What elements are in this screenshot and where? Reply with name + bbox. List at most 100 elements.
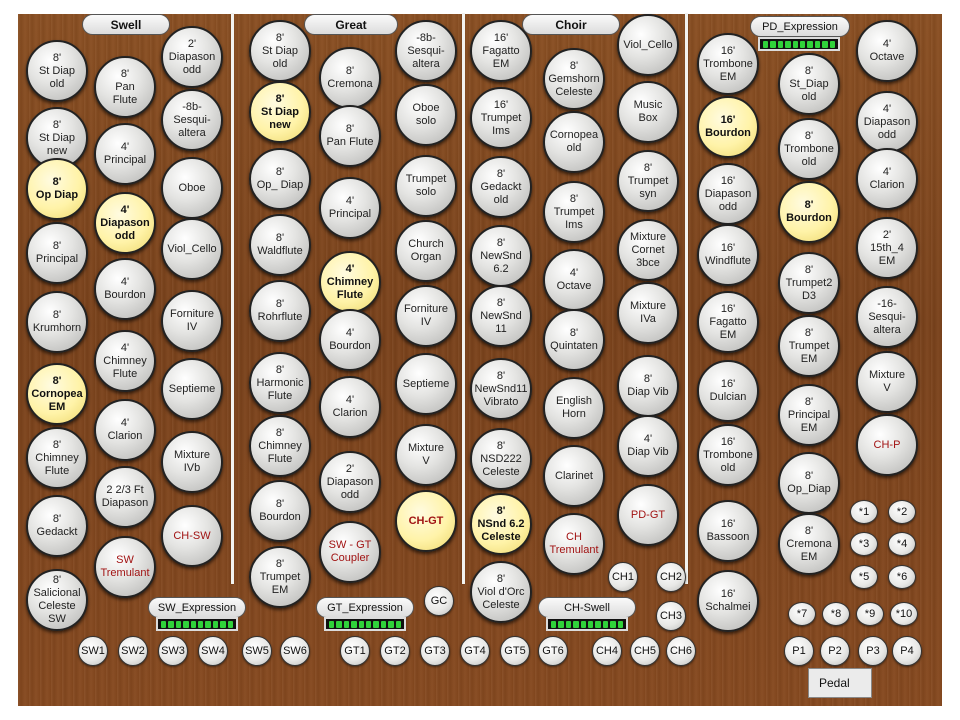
stop-swell-col2-4-clarion[interactable]: 4' Clarion [94, 399, 156, 461]
stop-choir-col2-english-horn[interactable]: English Horn [543, 377, 605, 439]
stop-swell-col2-8-pan-flute[interactable]: 8' Pan Flute [94, 56, 156, 118]
stop-swell-col2-4-diapason-odd[interactable]: 4' Diapason odd [94, 192, 156, 254]
stop-pedal-col1-16-fagatto-em[interactable]: 16' Fagatto EM [697, 291, 759, 353]
piston-gt5[interactable]: GT5 [500, 636, 530, 666]
stop-choir-col2-8-quintaten[interactable]: 8' Quintaten [543, 309, 605, 371]
stop-great-col1-8-waldflute[interactable]: 8' Waldflute [249, 214, 311, 276]
stop-choir-col3-pd-gt[interactable]: PD-GT [617, 484, 679, 546]
stop-pedal-col3-4-octave[interactable]: 4' Octave [856, 20, 918, 82]
piston-p1[interactable]: P1 [784, 636, 814, 666]
piston-p4[interactable]: P4 [892, 636, 922, 666]
stop-pedal-col1-16-trombone-em[interactable]: 16' Trombone EM [697, 33, 759, 95]
stop-pedal-col2-8-st-diap-old[interactable]: 8' St_Diap old [778, 53, 840, 115]
pd-expression-meter[interactable] [758, 37, 840, 51]
stop-pedal-col2-8-bourdon[interactable]: 8' Bourdon [778, 181, 840, 243]
sw-expression-meter[interactable] [156, 617, 238, 631]
stop-swell-col3-septieme[interactable]: Septieme [161, 358, 223, 420]
stop-pedal-col3-16-sesqui-altera[interactable]: -16- Sesqui- altera [856, 286, 918, 348]
stop-swell-col3-8b-sesqui-altera[interactable]: -8b- Sesqui- altera [161, 89, 223, 151]
gc-button[interactable]: GC [424, 586, 454, 616]
stop-swell-col1-8-salicional-celeste-sw[interactable]: 8' Salicional Celeste SW [26, 569, 88, 631]
stop-swell-col2-4-chimney-flute[interactable]: 4' Chimney Flute [94, 330, 156, 392]
piston-gt4[interactable]: GT4 [460, 636, 490, 666]
stop-pedal-col1-16-dulcian[interactable]: 16' Dulcian [697, 360, 759, 422]
gt-expression-meter[interactable] [324, 617, 406, 631]
piston-gt1[interactable]: GT1 [340, 636, 370, 666]
piston-7[interactable]: *7 [788, 602, 816, 626]
stop-pedal-col2-8-trumpet-em[interactable]: 8' Trumpet EM [778, 315, 840, 377]
stop-pedal-col2-8-trombone-old[interactable]: 8' Trombone old [778, 118, 840, 180]
stop-swell-col1-8-krumhorn[interactable]: 8' Krumhorn [26, 291, 88, 353]
stop-swell-col3-forniture-iv[interactable]: Forniture IV [161, 290, 223, 352]
stop-swell-col3-oboe[interactable]: Oboe [161, 157, 223, 219]
stop-choir-col2-8-gemshorn-celeste[interactable]: 8' Gemshorn Celeste [543, 48, 605, 110]
stop-great-col3-septieme[interactable]: Septieme [395, 353, 457, 415]
stop-swell-col3-2-diapason-odd[interactable]: 2' Diapason odd [161, 26, 223, 88]
piston-ch5[interactable]: CH5 [630, 636, 660, 666]
ch3-button[interactable]: CH3 [656, 601, 686, 631]
stop-choir-col2-cornopea-old[interactable]: Cornopea old [543, 111, 605, 173]
stop-great-col3-ch-gt[interactable]: CH-GT [395, 490, 457, 552]
stop-pedal-col2-8-cremona-em[interactable]: 8' Cremona EM [778, 513, 840, 575]
stop-choir-col3-mixture-cornet-3bce[interactable]: Mixture Cornet 3bce [617, 219, 679, 281]
stop-great-col3-8b-sesqui-altera[interactable]: -8b- Sesqui- altera [395, 20, 457, 82]
stop-choir-col3-mixture-iva[interactable]: Mixture IVa [617, 282, 679, 344]
stop-pedal-col1-16-schalmei[interactable]: 16' Schalmei [697, 570, 759, 632]
stop-swell-col1-8-principal[interactable]: 8' Principal [26, 222, 88, 284]
stop-great-col3-forniture-iv[interactable]: Forniture IV [395, 285, 457, 347]
ch-swell-meter[interactable] [546, 617, 628, 631]
stop-great-col2-sw-gt-coupler[interactable]: SW - GT Coupler [319, 521, 381, 583]
stop-pedal-col3-4-clarion[interactable]: 4' Clarion [856, 148, 918, 210]
stop-choir-col1-8-newsnd11-vibrato[interactable]: 8' NewSnd11 Vibrato [470, 358, 532, 420]
stop-choir-col1-8-viol-d-orc-celeste[interactable]: 8' Viol d'Orc Celeste [470, 561, 532, 623]
pedal-box[interactable]: Pedal [808, 668, 872, 698]
piston-sw6[interactable]: SW6 [280, 636, 310, 666]
stop-choir-col3-8-trumpet-syn[interactable]: 8' Trumpet syn [617, 150, 679, 212]
stop-great-col1-8-op-diap[interactable]: 8' Op_ Diap [249, 148, 311, 210]
stop-swell-col2-2-2-3-ft-diapason[interactable]: 2 2/3 Ft Diapason [94, 466, 156, 528]
piston-9[interactable]: *9 [856, 602, 884, 626]
piston-p3[interactable]: P3 [858, 636, 888, 666]
piston-8[interactable]: *8 [822, 602, 850, 626]
stop-pedal-col1-16-windflute[interactable]: 16' Windflute [697, 224, 759, 286]
piston-p2[interactable]: P2 [820, 636, 850, 666]
piston-1[interactable]: *1 [850, 500, 878, 524]
stop-great-col2-4-clarion[interactable]: 4' Clarion [319, 376, 381, 438]
piston-6[interactable]: *6 [888, 565, 916, 589]
piston-gt2[interactable]: GT2 [380, 636, 410, 666]
piston-ch6[interactable]: CH6 [666, 636, 696, 666]
piston-gt6[interactable]: GT6 [538, 636, 568, 666]
stop-great-col2-2-diapason-odd[interactable]: 2' Diapason odd [319, 451, 381, 513]
stop-choir-col2-ch-tremulant[interactable]: CH Tremulant [543, 513, 605, 575]
stop-great-col2-8-cremona[interactable]: 8' Cremona [319, 47, 381, 109]
stop-swell-col3-viol-cello[interactable]: Viol_Cello [161, 218, 223, 280]
stop-choir-col1-8-nsd222-celeste[interactable]: 8' NSD222 Celeste [470, 428, 532, 490]
stop-pedal-col2-8-op-diap[interactable]: 8' Op_Diap [778, 452, 840, 514]
stop-great-col1-8-bourdon[interactable]: 8' Bourdon [249, 480, 311, 542]
stop-pedal-col1-16-diapason-odd[interactable]: 16' Diapason odd [697, 163, 759, 225]
stop-great-col1-8-st-diap-old[interactable]: 8' St Diap old [249, 20, 311, 82]
piston-ch4[interactable]: CH4 [592, 636, 622, 666]
stop-choir-col1-8-nsnd-6-2-celeste[interactable]: 8' NSnd 6.2 Celeste [470, 493, 532, 555]
stop-swell-col3-ch-sw[interactable]: CH-SW [161, 505, 223, 567]
stop-great-col3-oboe-solo[interactable]: Oboe solo [395, 84, 457, 146]
piston-gt3[interactable]: GT3 [420, 636, 450, 666]
stop-choir-col2-8-trumpet-ims[interactable]: 8' Trumpet Ims [543, 181, 605, 243]
stop-choir-col1-16-trumpet-ims[interactable]: 16' Trumpet Ims [470, 87, 532, 149]
stop-great-col3-mixture-v[interactable]: Mixture V [395, 424, 457, 486]
stop-great-col2-4-principal[interactable]: 4' Principal [319, 177, 381, 239]
stop-great-col1-8-harmonic-flute[interactable]: 8' Harmonic Flute [249, 352, 311, 414]
stop-great-col1-8-rohrflute[interactable]: 8' Rohrflute [249, 280, 311, 342]
stop-choir-col2-clarinet[interactable]: Clarinet [543, 445, 605, 507]
stop-great-col1-8-st-diap-new[interactable]: 8' St Diap new [249, 81, 311, 143]
piston-2[interactable]: *2 [888, 500, 916, 524]
stop-great-col1-8-trumpet-em[interactable]: 8' Trumpet EM [249, 546, 311, 608]
stop-pedal-col1-16-trombone-old[interactable]: 16' Trombone old [697, 424, 759, 486]
stop-choir-col1-8-gedackt-old[interactable]: 8' Gedackt old [470, 156, 532, 218]
stop-swell-col1-8-chimney-flute[interactable]: 8' Chimney Flute [26, 427, 88, 489]
stop-pedal-col3-mixture-v[interactable]: Mixture V [856, 351, 918, 413]
stop-swell-col1-8-st-diap-old[interactable]: 8' St Diap old [26, 40, 88, 102]
stop-pedal-col2-8-principal-em[interactable]: 8' Principal EM [778, 384, 840, 446]
stop-choir-col1-16-fagatto-em[interactable]: 16' Fagatto EM [470, 20, 532, 82]
stop-great-col2-4-bourdon[interactable]: 4' Bourdon [319, 309, 381, 371]
